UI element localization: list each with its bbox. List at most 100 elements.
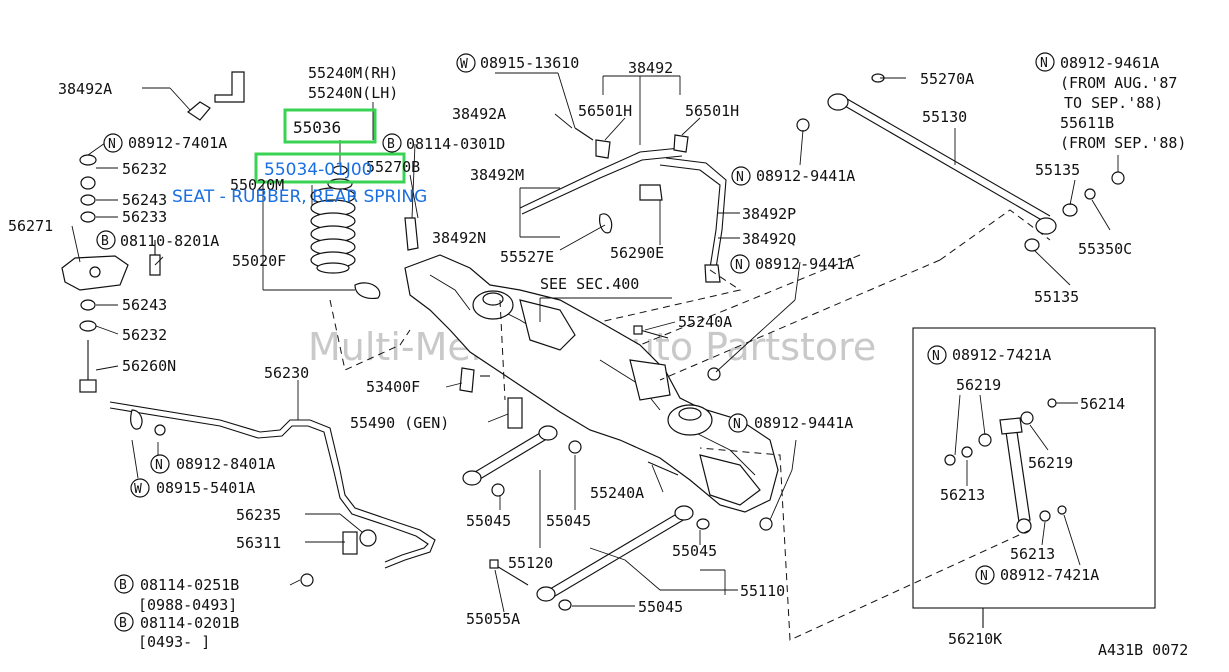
label-see-sec-400[interactable]: SEE SEC.400 (540, 275, 639, 293)
label-55130[interactable]: 55130 (922, 108, 967, 126)
label-56232-b[interactable]: 56232 (122, 326, 167, 344)
label-55020F[interactable]: 55020F (232, 252, 286, 270)
highlight-label-55036[interactable]: 55036 (293, 118, 341, 137)
label-08912-9461A[interactable]: 08912-9461A (1060, 54, 1159, 72)
rear-spring-drawing (310, 165, 419, 300)
label-08912-7421A-b[interactable]: 08912-7421A (1000, 566, 1099, 584)
highlight-box-55036[interactable] (283, 108, 377, 144)
svg-text:N: N (155, 458, 163, 473)
svg-text:B: B (119, 578, 127, 593)
figure-code: A431B 0072 (1098, 641, 1188, 659)
label-38492Q[interactable]: 38492Q (742, 230, 796, 248)
label-55350C[interactable]: 55350C (1078, 240, 1132, 258)
leader-lines (71, 72, 1119, 613)
dashed-guides (329, 209, 1051, 641)
label-08912-8401A[interactable]: 08912-8401A (176, 455, 275, 473)
label-55240M[interactable]: 55240M(RH) (308, 64, 398, 82)
label-56230[interactable]: 56230 (264, 364, 309, 382)
label-08915-5401A[interactable]: 08915-5401A (156, 479, 255, 497)
label-56311[interactable]: 56311 (236, 534, 281, 552)
label-range-0988-0493: [0988-0493] (138, 596, 237, 614)
highlight-description: SEAT - RUBBER, REAR SPRING (172, 187, 427, 207)
label-56271[interactable]: 56271 (8, 217, 53, 235)
shock-absorber-group-box (912, 327, 1156, 609)
label-from-aug-87: (FROM AUG.'87 (1060, 74, 1177, 92)
label-56233[interactable]: 56233 (122, 208, 167, 226)
label-55045-a[interactable]: 55045 (466, 512, 511, 530)
label-55270A[interactable]: 55270A (920, 70, 974, 88)
highlight-box-55034[interactable] (254, 152, 406, 184)
label-08114-0301D[interactable]: 08114-0301D (406, 135, 505, 153)
nut-symbol-icon (927, 345, 947, 365)
label-56214[interactable]: 56214 (1080, 395, 1125, 413)
label-08915-13610[interactable]: 08915-13610 (480, 54, 579, 72)
label-from-sep-88: (FROM SEP.'88) (1060, 134, 1186, 152)
nut-symbol-icon (103, 133, 123, 153)
label-38492N[interactable]: 38492N (432, 229, 486, 247)
nut-symbol-icon (728, 413, 748, 433)
svg-text:N: N (108, 137, 116, 152)
label-38492A-mid[interactable]: 38492A (452, 105, 506, 123)
label-56235[interactable]: 56235 (236, 506, 281, 524)
bolt-symbol-icon (382, 133, 402, 153)
label-55135-a[interactable]: 55135 (1035, 161, 1080, 179)
label-55045-c[interactable]: 55045 (672, 542, 717, 560)
spring-shackle-parts (61, 71, 245, 436)
label-56210K[interactable]: 56210K (948, 630, 1002, 648)
label-55240A-b[interactable]: 55240A (590, 484, 644, 502)
svg-text:N: N (733, 417, 741, 432)
bolt-symbol-icon (114, 574, 134, 594)
label-53400F[interactable]: 53400F (366, 378, 420, 396)
label-55135-b[interactable]: 55135 (1034, 288, 1079, 306)
label-55240A-a[interactable]: 55240A (678, 313, 732, 331)
symbol-circles: N B B W N N N N W N B B N N (96, 52, 1055, 632)
label-08110-8201A[interactable]: 08110-8201A (120, 232, 219, 250)
svg-text:N: N (1040, 56, 1048, 71)
label-08114-0201B[interactable]: 08114-0201B (140, 614, 239, 632)
label-56501H-left[interactable]: 56501H (578, 102, 632, 120)
nut-symbol-icon (150, 454, 170, 474)
label-08114-0251B[interactable]: 08114-0251B (140, 576, 239, 594)
svg-text:N: N (932, 349, 940, 364)
svg-text:N: N (736, 170, 744, 185)
label-55120[interactable]: 55120 (508, 554, 553, 572)
highlight-label-55034-01J00[interactable]: 55034-01J00 (264, 160, 373, 180)
label-55240N[interactable]: 55240N(LH) (308, 84, 398, 102)
label-08912-9441A-b[interactable]: 08912-9441A (755, 255, 854, 273)
label-56219-a[interactable]: 56219 (956, 376, 1001, 394)
label-56260N[interactable]: 56260N (122, 357, 176, 375)
label-55527E[interactable]: 55527E (500, 248, 554, 266)
label-38492A[interactable]: 38492A (58, 80, 112, 98)
label-38492P[interactable]: 38492P (742, 205, 796, 223)
label-55611B[interactable]: 55611B (1060, 114, 1114, 132)
label-56243[interactable]: 56243 (122, 191, 167, 209)
svg-text:B: B (387, 137, 395, 152)
svg-text:W: W (460, 57, 468, 72)
label-55055A[interactable]: 55055A (466, 610, 520, 628)
label-56213-b[interactable]: 56213 (1010, 545, 1055, 563)
label-55270B[interactable]: 55270B (366, 158, 420, 176)
label-56213-a[interactable]: 56213 (940, 486, 985, 504)
label-range-0493: [0493- ] (138, 633, 210, 651)
label-55110[interactable]: 55110 (740, 582, 785, 600)
label-38492M[interactable]: 38492M (470, 166, 524, 184)
label-55490-gen[interactable]: 55490 (GEN) (350, 414, 449, 432)
label-55045-b[interactable]: 55045 (546, 512, 591, 530)
label-56290E[interactable]: 56290E (610, 244, 664, 262)
nut-symbol-icon (730, 254, 750, 274)
label-08912-9441A-c[interactable]: 08912-9441A (754, 414, 853, 432)
label-56501H-right[interactable]: 56501H (685, 102, 739, 120)
label-55020M[interactable]: 55020M (230, 176, 284, 194)
label-55045-d[interactable]: 55045 (638, 598, 683, 616)
nut-symbol-icon (731, 166, 751, 186)
bolt-symbol-icon (96, 230, 116, 250)
label-56219-b[interactable]: 56219 (1028, 454, 1073, 472)
label-08912-9441A-a[interactable]: 08912-9441A (756, 167, 855, 185)
svg-text:N: N (980, 569, 988, 584)
label-56243-b[interactable]: 56243 (122, 296, 167, 314)
label-08912-7401A[interactable]: 08912-7401A (128, 134, 227, 152)
lower-link-drawing (300, 325, 773, 611)
label-08912-7421A-a[interactable]: 08912-7421A (952, 346, 1051, 364)
label-56232[interactable]: 56232 (122, 160, 167, 178)
label-38492[interactable]: 38492 (628, 59, 673, 77)
